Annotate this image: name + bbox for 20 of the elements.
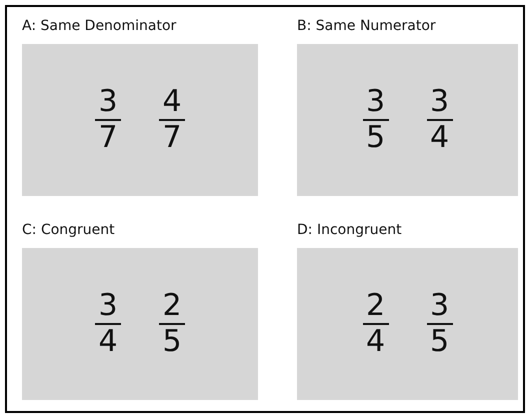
denominator: 4 xyxy=(98,326,118,358)
denominator: 7 xyxy=(162,122,182,154)
denominator: 5 xyxy=(430,326,450,358)
numerator: 4 xyxy=(162,86,182,118)
denominator: 7 xyxy=(98,122,118,154)
numerator: 3 xyxy=(430,290,450,322)
numerator: 2 xyxy=(162,290,182,322)
denominator: 5 xyxy=(366,122,386,154)
panel-heading: A: Same Denominator xyxy=(22,18,176,34)
denominator: 4 xyxy=(366,326,386,358)
panel-heading: C: Congruent xyxy=(22,222,115,238)
numerator: 3 xyxy=(366,86,386,118)
numerator: 3 xyxy=(98,86,118,118)
panel-heading: B: Same Numerator xyxy=(297,18,436,34)
panel-heading: D: Incongruent xyxy=(297,222,402,238)
numerator: 2 xyxy=(366,290,386,322)
numerator: 3 xyxy=(430,86,450,118)
numerator: 3 xyxy=(98,290,118,322)
denominator: 4 xyxy=(430,122,450,154)
denominator: 5 xyxy=(162,326,182,358)
